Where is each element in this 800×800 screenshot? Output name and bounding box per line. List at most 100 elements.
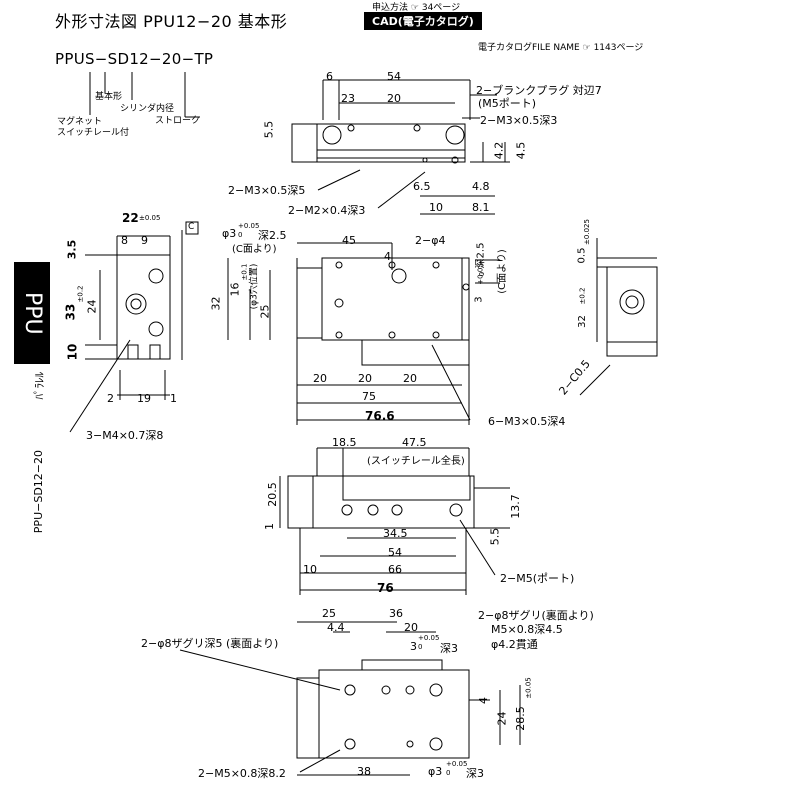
dim-label: 3	[473, 296, 485, 303]
dim-label: 45	[342, 234, 356, 247]
dim-label: 75	[362, 390, 376, 403]
legend-label: マグネット	[57, 117, 103, 127]
dim-label: 54	[388, 546, 402, 559]
dim-label: 13.7	[508, 494, 522, 519]
callout-label: 3−M4×0.7深8	[86, 429, 164, 442]
dim-label: 8	[121, 234, 128, 247]
callout-label: φ4.2貫通	[491, 638, 538, 651]
dim-label: 32	[209, 296, 223, 311]
callout-label: M5×0.8深4.5	[491, 623, 563, 636]
dim-label: 3.5	[65, 239, 79, 260]
dim-label: 23	[341, 92, 355, 105]
model-code: PPUS−SD12−20−TP	[55, 50, 214, 68]
dim-label: 24	[495, 711, 509, 726]
dim-label: 8.1	[472, 201, 490, 214]
dim-label: 4.4	[327, 621, 345, 634]
tolerance-label: ±0.2	[578, 287, 587, 305]
dim-label: 18.5	[332, 436, 357, 449]
callout-label: 2−φ8ザグリ深5 (裏面より)	[141, 637, 279, 650]
tolerance-label: ±0.2	[76, 285, 85, 303]
dim-label: 24	[85, 299, 99, 314]
callout-label: 2−M3×0.5深3	[480, 114, 558, 127]
callout-label: 2−M5(ポート)	[500, 572, 575, 585]
dim-label: 20.5	[265, 482, 279, 507]
dim-label: 2	[107, 392, 114, 405]
dim-label: (スイッチレール全長)	[367, 456, 465, 467]
dim-label: 10	[429, 201, 443, 214]
dim-label: 1	[170, 392, 177, 405]
tolerance-label: ±0.05	[524, 677, 533, 699]
callout-label: 2−M5×0.8深8.2	[198, 767, 286, 780]
legend-label: ストローク	[155, 116, 201, 126]
dim-label: 25	[258, 304, 272, 319]
file-name-label: 電子カタログFILE NAME	[478, 43, 580, 53]
legend-label: 基本形	[95, 92, 123, 102]
callout-label: 2−φ8ザグリ(裏面より)	[478, 609, 594, 622]
tolerance-label: ±0.05	[139, 214, 161, 222]
dim-label: 16	[228, 282, 242, 297]
dim-label: (C面より)	[232, 244, 277, 255]
dim-label: 36	[389, 607, 403, 620]
dim-label: 32	[576, 315, 588, 328]
dim-label: 5.5	[262, 120, 276, 139]
dim-label: 76.6	[365, 409, 395, 423]
dim-label: 20	[403, 372, 417, 385]
top-view	[291, 79, 510, 215]
left-end-view	[69, 221, 199, 433]
tolerance-label: ±0.025	[582, 219, 591, 245]
dim-label: 20	[404, 621, 418, 634]
right-end-view	[579, 238, 658, 396]
dim-label: (φ3穴位置)	[249, 263, 260, 310]
dim-label: 6.5	[413, 180, 431, 193]
bottom-view-2	[179, 621, 521, 776]
datum-c-label: C	[188, 222, 195, 232]
dim-label: 20	[387, 92, 401, 105]
tolerance-label: 0	[478, 271, 487, 277]
dim-label: 22	[122, 211, 139, 225]
dim-label: 10	[65, 343, 80, 361]
callout-label: 2−φ4	[415, 234, 446, 247]
reference-line: 申込方法 ☞ 34ページ	[372, 0, 460, 13]
tolerance-label: 0	[446, 769, 451, 777]
dim-label: 54	[387, 70, 401, 83]
tolerance-label: +0.05	[418, 634, 440, 642]
dim-label: 深2.5	[258, 229, 287, 242]
callout-label: 6−M3×0.5深4	[488, 415, 566, 428]
dim-label: 20	[358, 372, 372, 385]
pointing-hand-icon: ☞	[582, 43, 591, 53]
dim-label: (C面より)	[496, 249, 508, 294]
dim-label: 25	[322, 607, 336, 620]
bottom-view-1	[279, 447, 510, 595]
tolerance-label: 0	[238, 231, 243, 239]
dim-label: 20	[313, 372, 327, 385]
dim-label: 19	[137, 392, 151, 405]
dim-label: 66	[388, 563, 402, 576]
page-title: 外形寸法図 PPU12−20 基本形	[55, 12, 288, 31]
side-tab: PPU	[14, 262, 50, 364]
dim-label: 6	[326, 70, 333, 83]
dim-label: 9	[141, 234, 148, 247]
pointing-hand-icon: ☞	[410, 3, 419, 13]
file-name-page: 1143ページ	[593, 43, 644, 53]
dim-label: 76	[377, 581, 394, 595]
callout-label: 2−ブランクプラグ 対辺7	[476, 84, 602, 97]
dim-label: 28.5	[513, 706, 527, 731]
dim-label: 1	[263, 523, 276, 530]
tolerance-label: +0.05	[446, 760, 468, 768]
dim-label: 5.5	[488, 527, 502, 546]
dim-label: 4	[477, 697, 490, 704]
dim-label: 47.5	[402, 436, 427, 449]
dim-label: φ3	[222, 227, 237, 240]
dim-label: 3	[410, 640, 417, 653]
file-name-line: 電子カタログFILE NAME ☞ 1143ページ	[478, 40, 643, 53]
dim-label: 4.8	[472, 180, 490, 193]
front-view	[227, 242, 500, 425]
dim-label: 0.5	[576, 247, 588, 264]
tolerance-label: +0.05	[238, 222, 260, 230]
dim-label: 4	[384, 250, 391, 263]
model-code-legend-lines	[89, 72, 200, 118]
dim-label: 38	[357, 765, 371, 778]
callout-label: 2−M3×0.5深5	[228, 184, 306, 197]
dim-label: 深2.5	[475, 242, 487, 269]
